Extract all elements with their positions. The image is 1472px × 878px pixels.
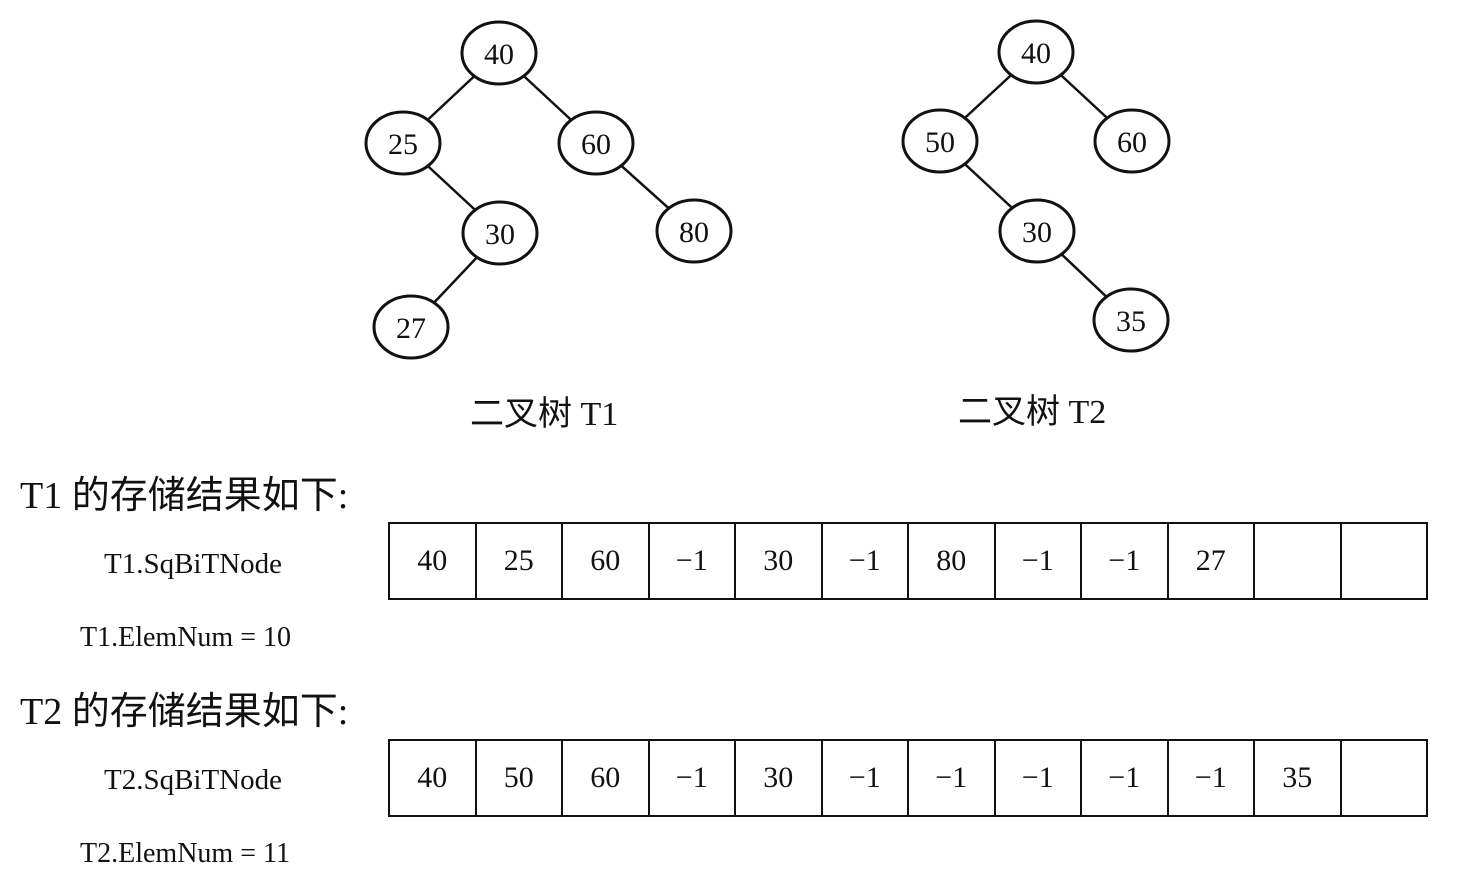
tree-node bbox=[557, 110, 635, 176]
tree-node-value: 30 bbox=[1022, 216, 1052, 249]
array-cell: −1 bbox=[823, 524, 909, 598]
tree-node-value: 60 bbox=[1117, 126, 1147, 159]
array-cell: 35 bbox=[1255, 741, 1342, 815]
array-cell bbox=[1342, 741, 1428, 815]
array-cell: 50 bbox=[477, 741, 563, 815]
tree-node-value: 40 bbox=[484, 38, 514, 71]
tree-edge bbox=[433, 256, 478, 304]
t2-storage-heading: T2 的存储结果如下: bbox=[20, 691, 349, 733]
array-cell bbox=[1342, 524, 1428, 598]
t1-storage-heading: T1 的存储结果如下: bbox=[20, 475, 349, 517]
array-cell: −1 bbox=[996, 524, 1082, 598]
tree-node bbox=[1092, 287, 1170, 353]
array-cell: 60 bbox=[563, 741, 650, 815]
tree-node bbox=[372, 294, 450, 360]
array-cell: −1 bbox=[909, 741, 996, 815]
array-cell: −1 bbox=[996, 741, 1082, 815]
array-cell bbox=[1255, 524, 1342, 598]
array-cell: 25 bbox=[477, 524, 563, 598]
tree-edge bbox=[963, 163, 1014, 209]
tree-edge bbox=[963, 74, 1013, 119]
tree-node bbox=[998, 198, 1076, 264]
array-cell: −1 bbox=[823, 741, 909, 815]
array-cell: −1 bbox=[1082, 741, 1169, 815]
tree-node-value: 60 bbox=[581, 128, 611, 161]
tree-edge bbox=[620, 164, 670, 210]
tree-t1-caption: 二叉树 T1 bbox=[470, 396, 619, 433]
t1-elemnum: T1.ElemNum = 10 bbox=[80, 622, 291, 653]
array-cell: −1 bbox=[1169, 741, 1255, 815]
array-cell: 27 bbox=[1169, 524, 1255, 598]
t2-array-label: T2.SqBiTNode bbox=[104, 764, 283, 796]
array-cell: 60 bbox=[563, 524, 650, 598]
tree-t2-caption: 二叉树 T2 bbox=[958, 394, 1107, 431]
tree-node-value: 27 bbox=[396, 312, 426, 345]
tree-edge bbox=[426, 75, 476, 121]
array-cell: 30 bbox=[736, 524, 823, 598]
tree-node-value: 30 bbox=[485, 218, 515, 251]
tree-node bbox=[1093, 108, 1171, 174]
tree-diagrams: 40 25 60 30 80 27 40 50 60 30 35 bbox=[364, 19, 1171, 360]
array-cell: 40 bbox=[390, 524, 477, 598]
tree-node-value: 50 bbox=[925, 126, 955, 159]
tree-node bbox=[901, 108, 979, 174]
array-cell: −1 bbox=[1082, 524, 1169, 598]
array-cell: 30 bbox=[736, 741, 823, 815]
tree-node bbox=[461, 200, 539, 266]
array-cell: 40 bbox=[390, 741, 477, 815]
tree-edge bbox=[1060, 253, 1108, 298]
t1-array-label: T1.SqBiTNode bbox=[104, 548, 283, 580]
tree-edge bbox=[426, 165, 477, 211]
tree-node bbox=[997, 19, 1075, 85]
tree-node-value: 35 bbox=[1116, 305, 1146, 338]
tree-node-value: 80 bbox=[679, 216, 709, 249]
array-cell: −1 bbox=[650, 741, 736, 815]
tree-edge bbox=[1059, 74, 1109, 119]
tree-node bbox=[655, 198, 733, 264]
tree-node-value: 25 bbox=[388, 128, 418, 161]
tree-node bbox=[364, 110, 442, 176]
tree-node bbox=[460, 20, 538, 86]
tree-edge bbox=[522, 75, 573, 121]
array-cell: −1 bbox=[650, 524, 736, 598]
array-cell: 80 bbox=[909, 524, 996, 598]
tree-node-value: 40 bbox=[1021, 37, 1051, 70]
t2-elemnum: T2.ElemNum = 11 bbox=[80, 838, 290, 869]
